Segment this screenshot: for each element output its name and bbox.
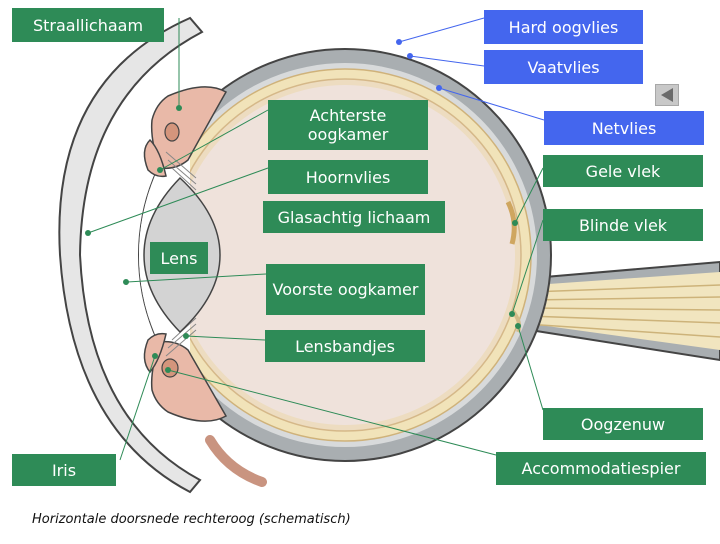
- cornea: [58, 16, 204, 494]
- eyelid-edge: [205, 435, 267, 487]
- label-voorste-oogkamer: Voorste oogkamer: [266, 264, 425, 315]
- caption: Horizontale doorsnede rechteroog (schema…: [32, 512, 351, 527]
- label-glasachtig-lichaam: Glasachtig lichaam: [263, 201, 445, 233]
- label-lens: Lens: [150, 242, 208, 274]
- blue-leader-lines: [398, 17, 545, 121]
- optic-nerve: [518, 260, 720, 362]
- label-iris: Iris: [12, 454, 116, 486]
- label-hoornvlies: Hoornvlies: [268, 160, 428, 194]
- lower-iris: [143, 332, 167, 374]
- back-button[interactable]: [655, 84, 679, 106]
- label-netvlies: Netvlies: [544, 111, 704, 145]
- label-hard-oogvlies: Hard oogvlies: [484, 10, 643, 44]
- label-gele-vlek: Gele vlek: [543, 155, 703, 187]
- green-leader-dots: [85, 105, 521, 373]
- blue-leader-dots: [396, 39, 442, 91]
- label-lensbandjes: Lensbandjes: [265, 330, 425, 362]
- label-accommodatiespier: Accommodatiespier: [496, 452, 706, 485]
- green-leader-lines: [87, 18, 544, 461]
- label-blinde-vlek: Blinde vlek: [543, 209, 703, 241]
- label-vaatvlies: Vaatvlies: [484, 50, 643, 84]
- label-straallichaam: Straallichaam: [12, 8, 164, 42]
- label-oogzenuw: Oogzenuw: [543, 408, 703, 440]
- triangle-left-icon: [661, 88, 673, 102]
- label-achterste-oogkamer: Achterste oogkamer: [268, 100, 428, 150]
